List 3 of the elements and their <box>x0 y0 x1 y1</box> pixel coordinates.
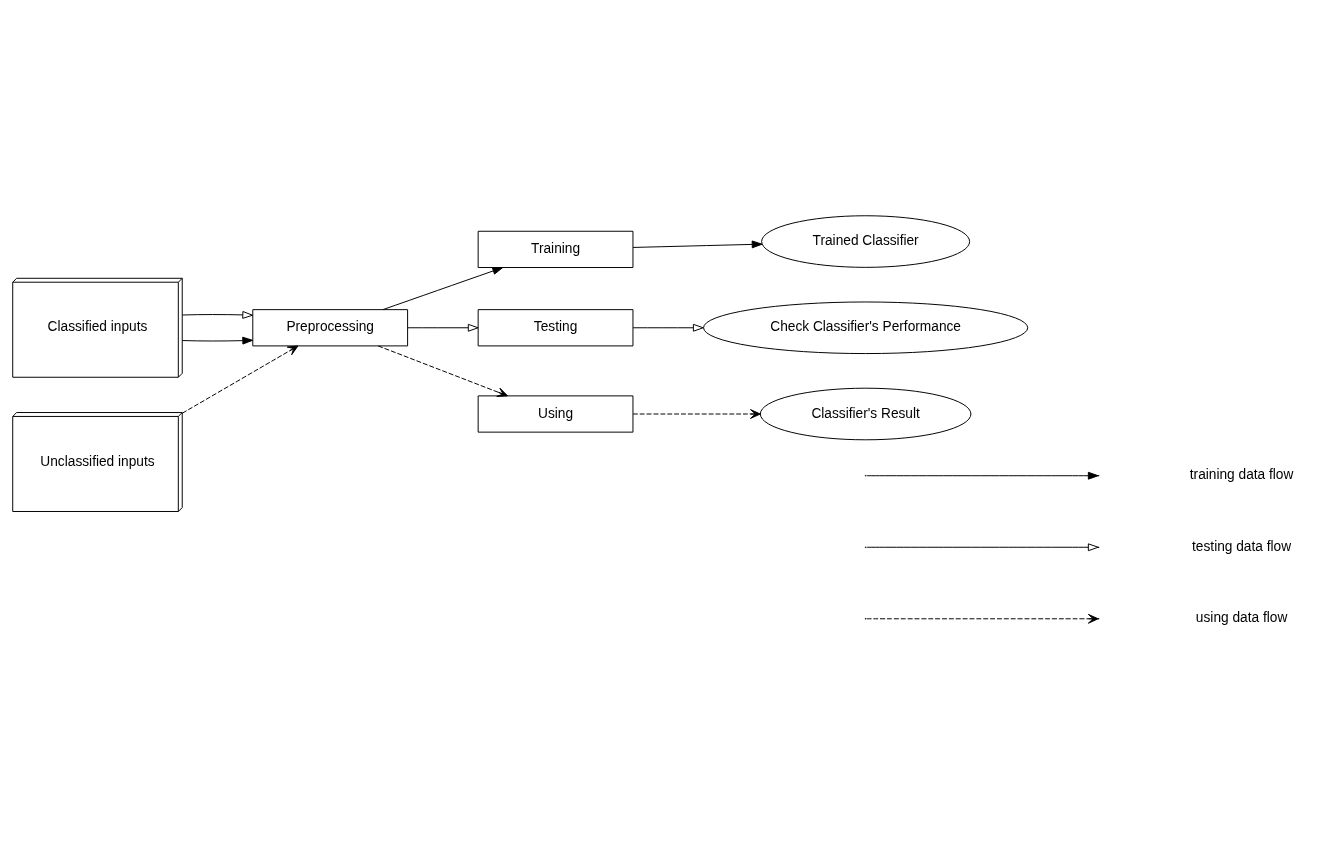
legend-label: testing data flow <box>1192 538 1292 554</box>
legend-label: training data flow <box>1189 466 1294 482</box>
legend-label: using data flow <box>1195 609 1288 625</box>
